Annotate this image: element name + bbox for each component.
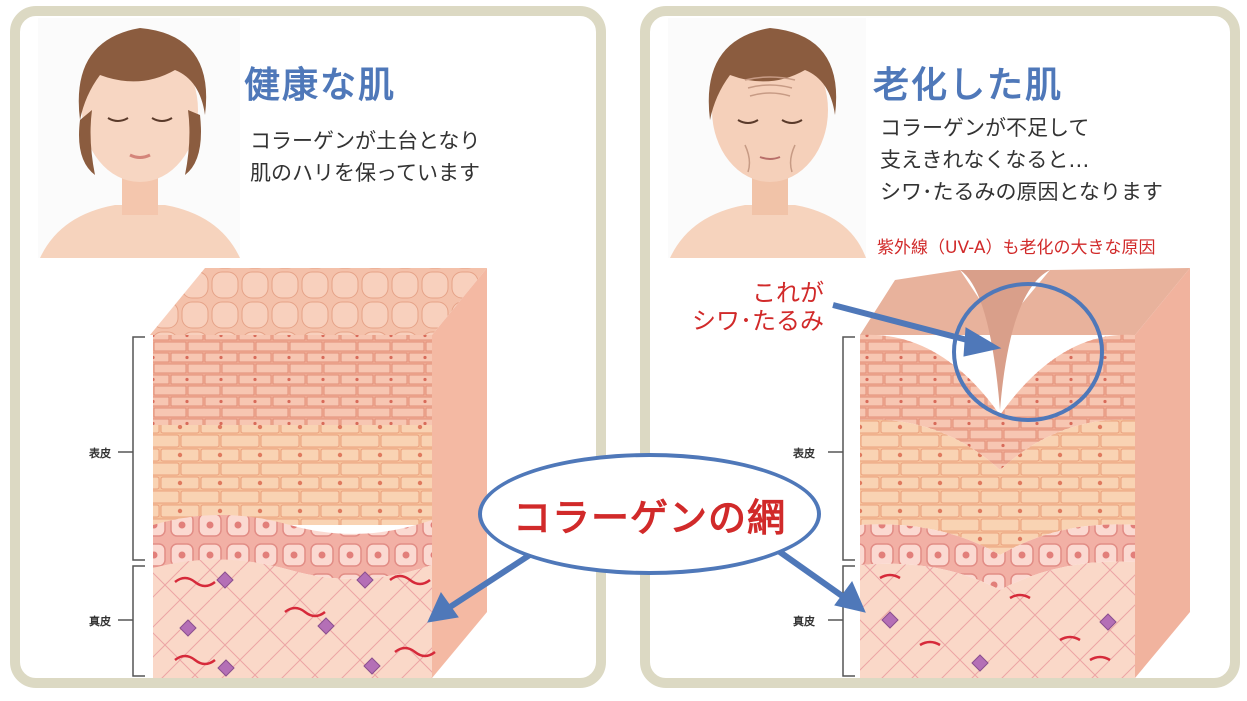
collagen-network-label: コラーゲンの網 [512,495,786,540]
wrinkle-callout-line1: これが [752,279,824,307]
collagen-network-bubble: コラーゲンの網 [478,453,821,575]
wrinkle-callout: これが シワ･たるみ [672,279,824,335]
aged-skin-cross-section [828,268,1190,678]
dermis-label-right: 真皮 [793,615,815,628]
epidermis-label: 表皮 [89,447,111,460]
healthy-skin-desc-line2: 肌のハリを保っています [250,161,480,185]
arrows [427,302,1002,623]
wrinkle-callout-line2: シワ･たるみ [692,307,824,335]
healthy-skin-title: 健康な肌 [244,65,397,106]
healthy-skin-desc-line1: コラーゲンが土台となり [250,129,481,153]
epidermis-label-right: 表皮 [793,447,815,460]
healthy-face-illustration [38,18,240,258]
dermis-label: 真皮 [89,615,111,628]
aged-face-illustration [668,18,866,258]
aged-skin-desc-line3: シワ･たるみの原因となります [880,180,1163,204]
aged-skin-desc-line2: 支えきれなくなると… [880,148,1090,172]
aged-skin-desc-line1: コラーゲンが不足して [880,116,1090,140]
healthy-skin-cross-section [118,268,487,678]
uv-note: 紫外線（UV-A）も老化の大きな原因 [877,238,1156,258]
aged-skin-title: 老化した肌 [873,65,1064,106]
